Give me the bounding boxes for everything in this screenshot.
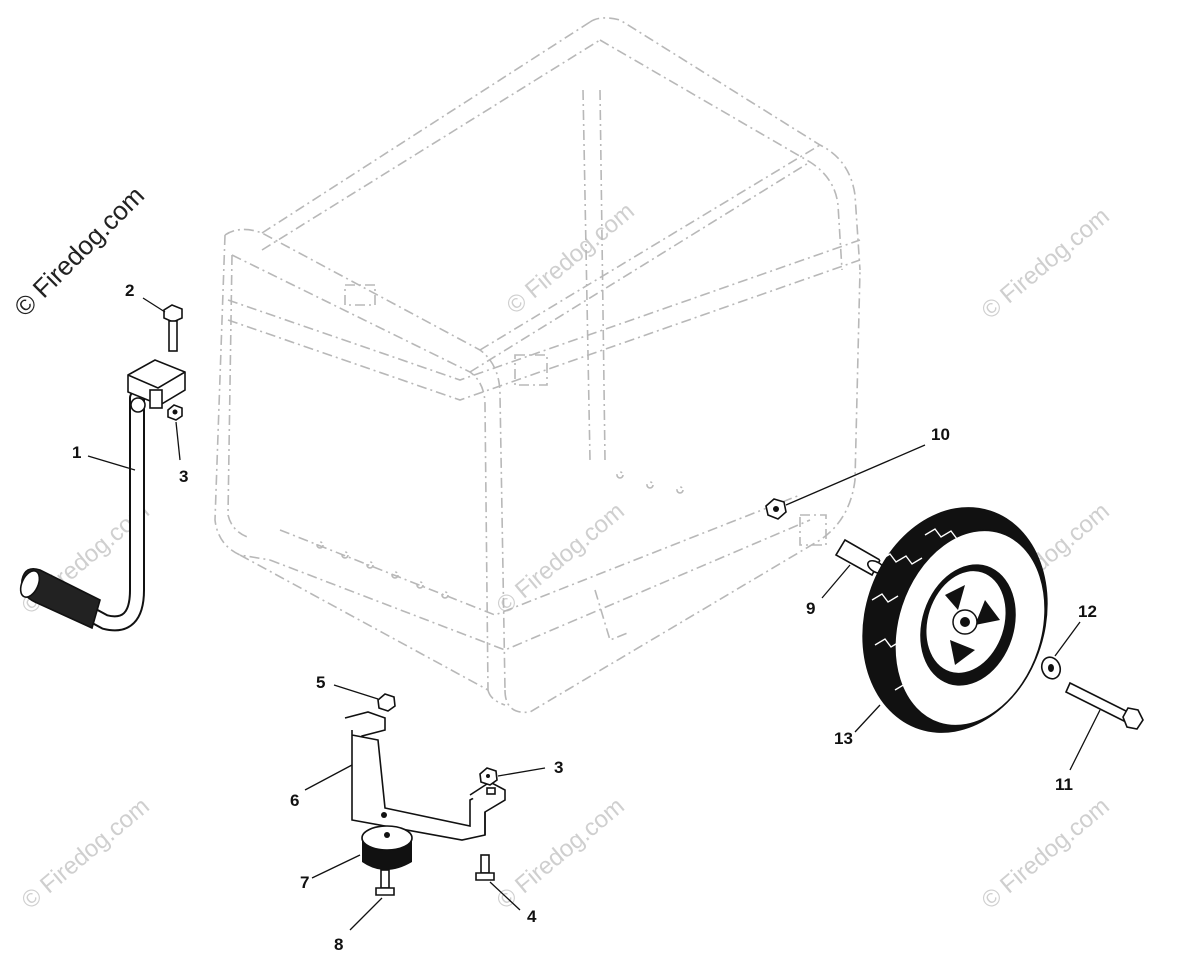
watermark-text: © Firedog.com — [977, 793, 1115, 915]
callout-2: 2 — [125, 281, 134, 300]
watermark-text: © Firedog.com — [492, 498, 630, 620]
callout-1: 1 — [72, 443, 81, 462]
callout-3a: 3 — [179, 467, 188, 486]
callout-8: 8 — [334, 935, 343, 954]
callout-4: 4 — [527, 907, 537, 926]
axle-bolt-part-11 — [1064, 681, 1144, 730]
rubber-mount-part-7 — [361, 825, 413, 870]
watermark-text: © Firedog.com — [977, 203, 1115, 325]
callout-11: 11 — [1055, 775, 1073, 794]
wheel-part-13 — [862, 507, 1048, 733]
nut-part-3a — [167, 404, 183, 421]
callout-12: 12 — [1078, 602, 1097, 621]
firedog-watermark: © Firedog.com — [8, 180, 150, 322]
callout-13: 13 — [834, 729, 853, 748]
watermark-text: © Firedog.com — [502, 198, 640, 320]
callout-6: 6 — [290, 791, 299, 810]
leader-lines — [87, 297, 1101, 931]
nut-part-10 — [765, 498, 787, 520]
bolt-part-4 — [475, 854, 495, 881]
watermark-text: © Firedog.com — [492, 793, 630, 915]
handle-part — [19, 359, 186, 632]
bolt-part-8 — [375, 869, 395, 896]
bolt-part-2 — [163, 304, 183, 352]
callout-labels: 1 2 3 3 4 5 6 7 8 9 10 11 12 13 — [72, 281, 1097, 954]
watermark-text: © Firedog.com — [17, 793, 155, 915]
nut-part-5 — [377, 693, 396, 712]
callout-9: 9 — [806, 599, 815, 618]
washer-part-12 — [1040, 656, 1062, 680]
callout-10: 10 — [931, 425, 950, 444]
callout-3b: 3 — [554, 758, 563, 777]
callout-5: 5 — [316, 673, 325, 692]
generator-frame — [214, 17, 861, 714]
callout-7: 7 — [300, 873, 309, 892]
nut-part-3b — [479, 767, 498, 786]
